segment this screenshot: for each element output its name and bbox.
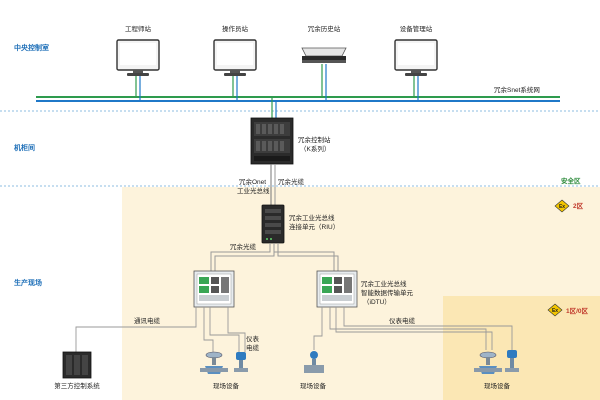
field-device-label: 现场设备	[213, 383, 239, 390]
idtu-abbr-label: （iDTU）	[363, 299, 391, 306]
zone-label-equipment-room: 机柜间	[14, 145, 35, 152]
control-valve-icon	[474, 351, 502, 374]
ex-hazard-icon: Ex	[547, 303, 563, 317]
zone2-label: 2区	[573, 203, 584, 210]
field-device-label: 现场设备	[300, 383, 326, 390]
controller-series-label: （K系列）	[300, 146, 331, 153]
device-mgmt-station-label: 设备管理站	[399, 26, 433, 33]
station-drops	[135, 64, 419, 118]
fiber-links	[210, 243, 339, 271]
monitor-icon	[394, 39, 438, 76]
onet-label: 冗余Onet	[239, 179, 267, 186]
controller-cabinet-icon	[250, 117, 294, 165]
history-station-label: 冗余历史站	[307, 26, 341, 33]
fiber-label-top: 冗余光缆	[278, 179, 304, 186]
comm-cable-label: 通讯电缆	[134, 318, 160, 325]
field-cables	[75, 307, 513, 352]
zone1-0-label: 1区/0区	[566, 308, 589, 315]
operator-station-label: 操作员站	[222, 26, 248, 33]
server-icon	[301, 47, 347, 63]
zone-label-control-room: 中央控制室	[14, 45, 49, 52]
riu-icon	[261, 204, 285, 244]
fiber-label-bottom: 冗余光缆	[230, 244, 256, 251]
snet-network-label: 冗余Snet系统网	[494, 87, 540, 94]
idtu-label: 冗余工业光总线	[361, 281, 407, 288]
field-device-label: 现场设备	[484, 383, 510, 390]
idtu-cabinet-icon	[316, 270, 358, 308]
third-party-cabinet-icon	[62, 351, 92, 379]
idtu-unit-label: 智能数据传输单元	[361, 290, 413, 297]
controller-label: 冗余控制站	[298, 137, 331, 144]
safe-area-label: 安全区	[561, 178, 581, 185]
third-party-label: 第三方控制系统	[54, 383, 100, 390]
svg-text:Ex: Ex	[552, 308, 558, 314]
inst-cable-label-2: 电缆	[246, 345, 259, 352]
svg-text:Ex: Ex	[559, 204, 565, 210]
riu-unit-label: 连接单元（RIU）	[289, 224, 340, 231]
idtu-cabinet-icon	[193, 270, 235, 308]
ex-hazard-icon: Ex	[554, 199, 570, 213]
transmitter-icon	[234, 352, 248, 372]
transmitter-icon	[505, 350, 519, 372]
flowmeter-icon	[304, 351, 324, 373]
control-valve-icon	[200, 351, 228, 374]
zone-label-field: 生产现场	[14, 280, 42, 287]
onet-bus-label: 工业光总线	[237, 188, 270, 195]
monitor-icon	[116, 39, 160, 76]
inst-cable-label: 仪表	[246, 336, 259, 343]
engineer-station-label: 工程师站	[125, 26, 151, 33]
inst-cable-label-right: 仪表电缆	[389, 318, 415, 325]
monitor-icon	[213, 39, 257, 76]
riu-label: 冗余工业光总线	[289, 215, 335, 222]
zone1-area	[443, 296, 600, 400]
